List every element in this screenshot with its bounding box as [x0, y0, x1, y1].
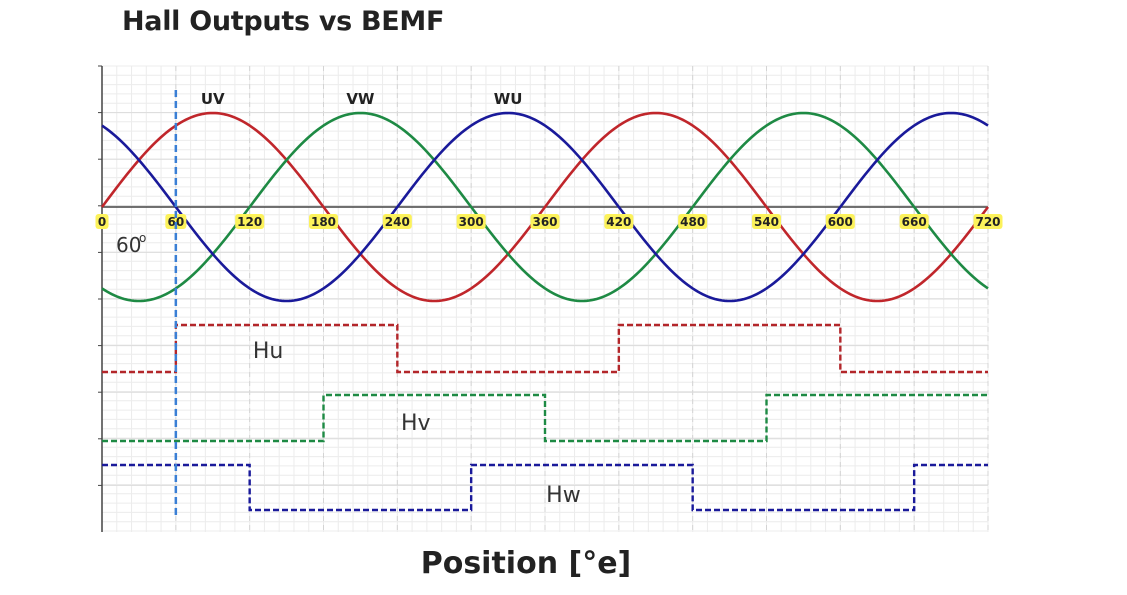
tick-label: 540	[754, 215, 779, 229]
tick-label: 720	[975, 215, 1000, 229]
tick-label: 660	[902, 215, 927, 229]
tick-label: 480	[680, 215, 705, 229]
bemf-label-vw: VW	[346, 90, 375, 108]
hall-signals	[102, 323, 988, 512]
hall-label-hu: Hu	[253, 339, 284, 364]
annotations: 60o	[116, 90, 178, 518]
bemf-curve-wu	[101, 111, 989, 303]
tick-highlight	[382, 214, 412, 229]
tick-highlight	[165, 214, 187, 229]
tick-label: 120	[237, 215, 262, 229]
page-title: Hall Outputs vs BEMF	[122, 6, 445, 37]
tick-highlight	[973, 214, 1003, 229]
hall-label-hv: Hv	[401, 411, 431, 436]
bemf-curve-uv	[100, 111, 990, 303]
bemf-label-wu: WU	[494, 90, 523, 108]
tick-label: 0	[98, 215, 106, 229]
tick-highlight	[678, 214, 708, 229]
hall-wave-hw	[102, 463, 988, 512]
bemf-curves	[100, 111, 990, 303]
tick-label: 420	[606, 215, 631, 229]
x-axis-title: Position [°e]	[420, 546, 632, 581]
hall-wave-hu	[102, 323, 988, 374]
bemf-curve-vw	[101, 111, 989, 303]
tick-highlight	[235, 214, 265, 229]
tick-label: 360	[532, 215, 557, 229]
tick-label: 600	[828, 215, 853, 229]
tick-highlight	[604, 214, 634, 229]
annotation-text: 60	[116, 233, 141, 257]
x-tick-labels: 060120180240300360420480540600660720	[95, 214, 1003, 229]
tick-highlight	[309, 214, 338, 229]
tick-highlight	[899, 214, 929, 229]
tick-highlight	[456, 214, 486, 229]
tick-highlight	[95, 214, 109, 229]
tick-highlight	[530, 214, 560, 229]
bemf-label-uv: UV	[201, 90, 225, 108]
tick-label: 180	[311, 215, 336, 229]
hall-label-hw: Hw	[546, 483, 581, 508]
annotation-superscript: o	[139, 231, 146, 245]
tick-label: 300	[459, 215, 484, 229]
hall-wave-hv	[102, 393, 988, 443]
tick-label: 240	[385, 215, 410, 229]
tick-highlight	[752, 214, 781, 229]
tick-highlight	[825, 214, 855, 229]
